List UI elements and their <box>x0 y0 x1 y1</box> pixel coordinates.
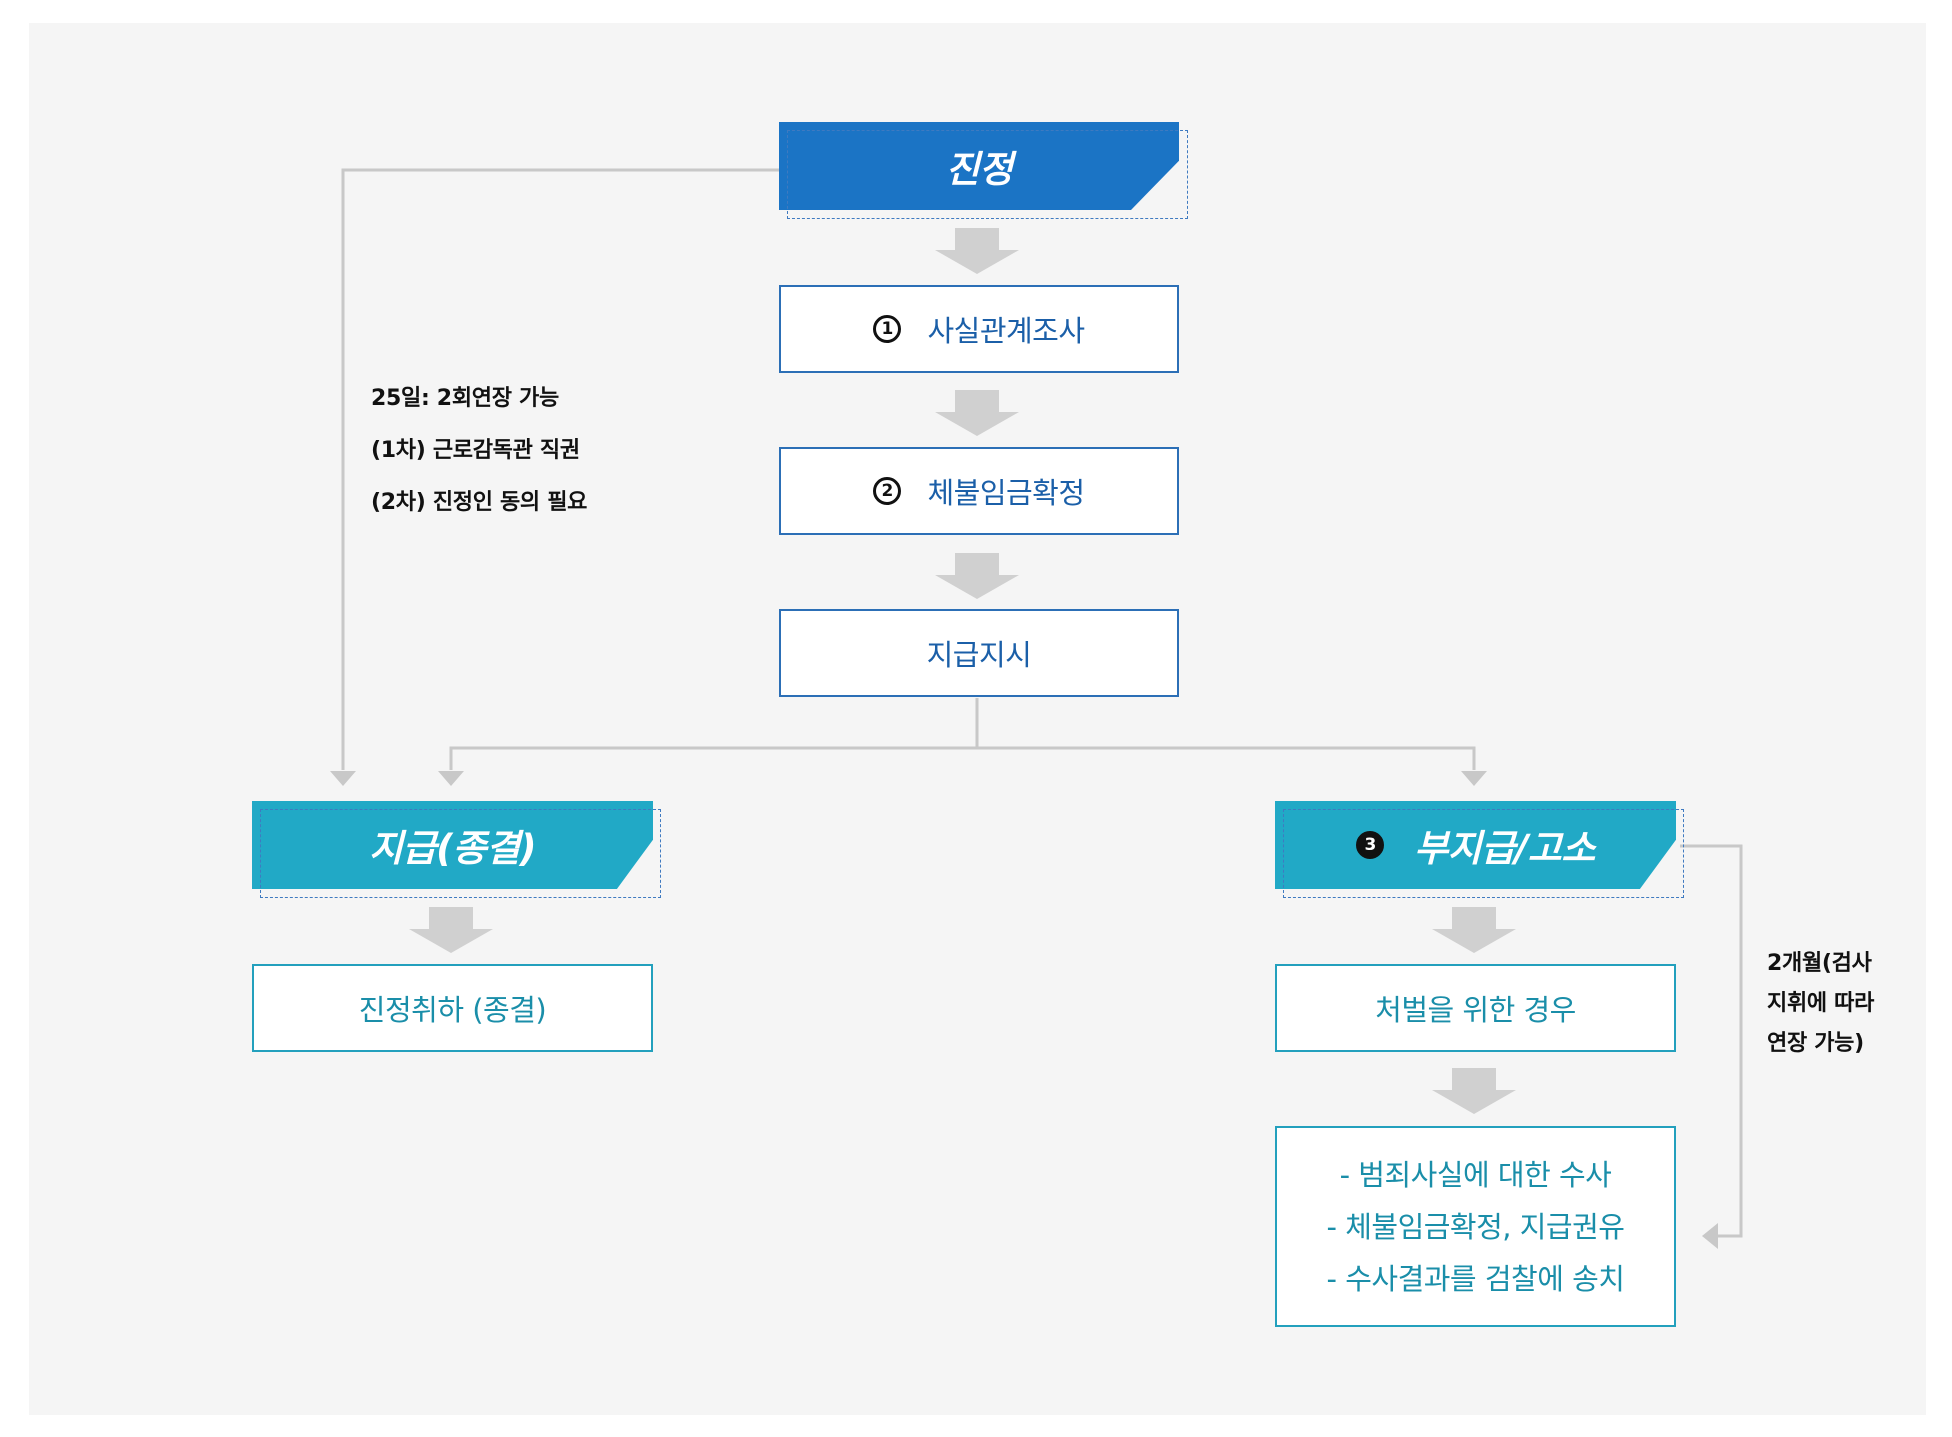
down-arrow <box>1432 1068 1516 1114</box>
note-line: (1차) 근로감독관 직권 <box>371 438 580 463</box>
step-fact-investigation: 1 사실관계조사 <box>779 285 1179 373</box>
loop-line <box>1680 844 1743 1238</box>
down-arrow <box>935 228 1019 274</box>
note-line: 연장 가능) <box>1767 1031 1864 1056</box>
down-arrow <box>1432 907 1516 953</box>
step-payment-order: 지급지시 <box>779 609 1179 697</box>
header-complaint-title: 진정 <box>945 148 1013 191</box>
split-line <box>449 746 1476 770</box>
step-wage-confirmation: 2 체불임금확정 <box>779 447 1179 535</box>
note-line: (2차) 진정인 동의 필요 <box>371 490 588 515</box>
result-withdrawal: 진정취하 (종결) <box>252 964 653 1052</box>
step-number-badge: 2 <box>873 477 902 505</box>
bullet-item: - 수사결과를 검찰에 송치 <box>1326 1261 1625 1296</box>
deadline-note-left: 25일: 2회연장 가능 (1차) 근로감독관 직권 (2차) 진정인 동의 필… <box>371 373 587 529</box>
note-line: 지휘에 따라 <box>1767 991 1875 1016</box>
down-arrow <box>409 907 493 953</box>
down-arrow <box>935 390 1019 436</box>
header-payment-closed-title: 지급(종결) <box>369 827 536 870</box>
arrowhead <box>1461 771 1487 786</box>
result-label: 진정취하 (종결) <box>358 993 547 1027</box>
dashed-outline <box>260 809 661 898</box>
step-number-badge: 3 <box>1356 831 1385 859</box>
step-for-punishment: 처벌을 위한 경우 <box>1275 964 1676 1052</box>
down-arrow <box>935 553 1019 599</box>
investigation-details: - 범죄사실에 대한 수사 - 체불임금확정, 지급권유 - 수사결과를 검찰에… <box>1275 1126 1676 1327</box>
header-nonpayment-complaint: 3 부지급/고소 <box>1275 801 1676 889</box>
arrowhead <box>438 771 464 786</box>
arrowhead <box>330 771 356 786</box>
bypass-line <box>341 168 779 770</box>
note-line: 2개월(검사 <box>1767 951 1872 976</box>
note-line: 25일: 2회연장 가능 <box>371 386 559 411</box>
step-label: 지급지시 <box>926 638 1032 672</box>
arrowhead <box>1702 1223 1718 1249</box>
deadline-note-right: 2개월(검사 지휘에 따라 연장 가능) <box>1767 944 1874 1064</box>
header-payment-closed: 지급(종결) <box>252 801 653 889</box>
bullet-item: - 체불임금확정, 지급권유 <box>1326 1209 1625 1244</box>
dashed-outline <box>787 130 1188 219</box>
header-complaint: 진정 <box>779 122 1179 210</box>
dashed-outline <box>1283 809 1684 898</box>
header-nonpayment-title: 부지급/고소 <box>1414 827 1595 870</box>
step-label: 사실관계조사 <box>927 314 1085 348</box>
step-number-badge: 1 <box>873 315 902 343</box>
step-label: 처벌을 위한 경우 <box>1375 993 1576 1027</box>
bullet-item: - 범죄사실에 대한 수사 <box>1339 1157 1612 1192</box>
step-label: 체불임금확정 <box>927 476 1085 510</box>
